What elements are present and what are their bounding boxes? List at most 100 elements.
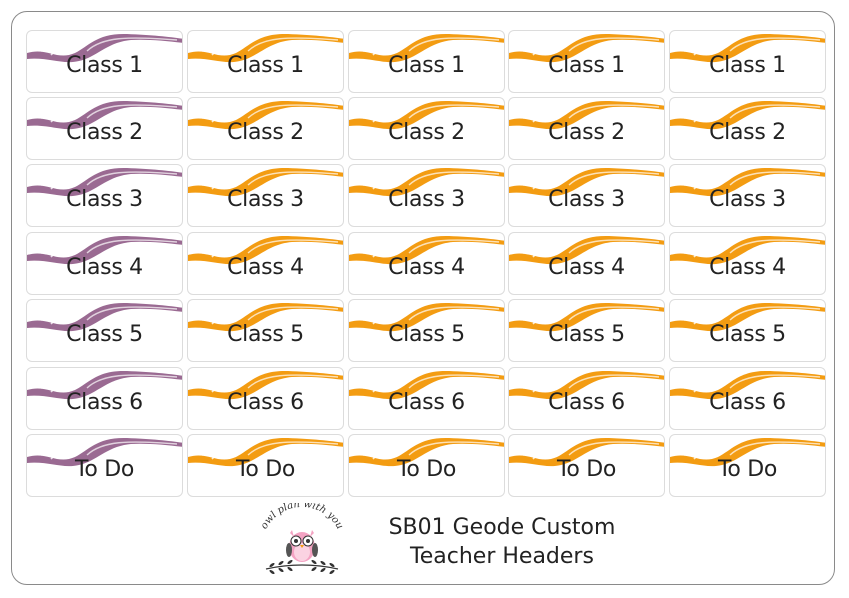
header-sticker: To Do — [26, 434, 183, 497]
geode-swoosh-icon — [27, 33, 182, 63]
sticker-label: To Do — [556, 457, 617, 482]
sticker-label: Class 1 — [709, 53, 786, 78]
sticker-label: To Do — [396, 457, 457, 482]
header-sticker: Class 5 — [187, 299, 344, 362]
header-sticker: Class 3 — [348, 164, 505, 227]
header-sticker: Class 1 — [348, 30, 505, 93]
header-sticker: Class 1 — [508, 30, 665, 93]
sheet-title: SB01 Geode Custom Teacher Headers — [372, 513, 632, 571]
geode-swoosh-icon — [509, 235, 664, 265]
geode-swoosh-icon — [670, 100, 825, 130]
geode-swoosh-icon — [509, 100, 664, 130]
header-sticker: Class 3 — [508, 164, 665, 227]
geode-swoosh-icon — [188, 370, 343, 400]
header-sticker: Class 2 — [26, 97, 183, 160]
geode-swoosh-icon — [349, 100, 504, 130]
header-sticker: Class 4 — [348, 232, 505, 295]
sticker-label: Class 1 — [227, 53, 304, 78]
geode-swoosh-icon — [188, 167, 343, 197]
geode-swoosh-icon — [509, 302, 664, 332]
sticker-label: Class 4 — [548, 255, 625, 280]
sticker-label: Class 1 — [66, 53, 143, 78]
geode-swoosh-icon — [349, 437, 504, 467]
header-sticker: Class 4 — [508, 232, 665, 295]
geode-swoosh-icon — [670, 235, 825, 265]
header-sticker: Class 4 — [669, 232, 826, 295]
owl-icon: owl plan with you — [259, 499, 345, 575]
geode-swoosh-icon — [188, 100, 343, 130]
geode-swoosh-icon — [27, 167, 182, 197]
header-sticker: Class 2 — [187, 97, 344, 160]
geode-swoosh-icon — [188, 235, 343, 265]
header-sticker: Class 5 — [508, 299, 665, 362]
geode-swoosh-icon — [509, 33, 664, 63]
sticker-label: Class 2 — [66, 120, 143, 145]
sticker-grid: Class 1 Class 1 Class 1 Class 1 Class 1 Class… — [26, 30, 826, 498]
geode-swoosh-icon — [349, 370, 504, 400]
header-sticker: Class 5 — [669, 299, 826, 362]
sticker-label: Class 3 — [66, 187, 143, 212]
sticker-label: Class 3 — [709, 187, 786, 212]
header-sticker: Class 3 — [669, 164, 826, 227]
header-sticker: Class 6 — [26, 367, 183, 430]
sticker-label: Class 3 — [388, 187, 465, 212]
geode-swoosh-icon — [27, 235, 182, 265]
geode-swoosh-icon — [670, 302, 825, 332]
geode-swoosh-icon — [509, 370, 664, 400]
header-sticker: Class 6 — [508, 367, 665, 430]
logo-text: owl plan with you — [259, 499, 345, 531]
header-sticker: Class 2 — [508, 97, 665, 160]
sticker-label: Class 5 — [548, 322, 625, 347]
sticker-label: Class 4 — [709, 255, 786, 280]
sticker-label: To Do — [235, 457, 296, 482]
sheet-title-line-1: SB01 Geode Custom — [388, 515, 616, 540]
sticker-label: Class 2 — [548, 120, 625, 145]
geode-swoosh-icon — [27, 437, 182, 467]
geode-swoosh-icon — [670, 370, 825, 400]
sticker-label: Class 5 — [66, 322, 143, 347]
geode-swoosh-icon — [27, 370, 182, 400]
sticker-label: To Do — [717, 457, 778, 482]
header-sticker: Class 1 — [187, 30, 344, 93]
sticker-label: Class 6 — [66, 390, 143, 415]
header-sticker: Class 6 — [348, 367, 505, 430]
geode-swoosh-icon — [670, 33, 825, 63]
geode-swoosh-icon — [349, 235, 504, 265]
header-sticker: To Do — [348, 434, 505, 497]
sticker-label: To Do — [74, 457, 135, 482]
sticker-label: Class 3 — [227, 187, 304, 212]
sticker-label: Class 2 — [388, 120, 465, 145]
geode-swoosh-icon — [188, 33, 343, 63]
owl-plan-with-you-logo: owl plan with you — [248, 499, 356, 581]
geode-swoosh-icon — [349, 167, 504, 197]
geode-swoosh-icon — [509, 167, 664, 197]
header-sticker: Class 1 — [669, 30, 826, 93]
svg-text:owl plan with you: owl plan with you — [259, 503, 345, 531]
geode-swoosh-icon — [349, 33, 504, 63]
geode-swoosh-icon — [188, 302, 343, 332]
sticker-label: Class 2 — [227, 120, 304, 145]
header-sticker: Class 4 — [187, 232, 344, 295]
sticker-label: Class 5 — [227, 322, 304, 347]
geode-swoosh-icon — [509, 437, 664, 467]
sticker-label: Class 1 — [548, 53, 625, 78]
sticker-label: Class 5 — [709, 322, 786, 347]
header-sticker: To Do — [508, 434, 665, 497]
sticker-label: Class 1 — [388, 53, 465, 78]
sticker-label: Class 6 — [709, 390, 786, 415]
header-sticker: Class 3 — [26, 164, 183, 227]
sticker-label: Class 4 — [66, 255, 143, 280]
header-sticker: Class 4 — [26, 232, 183, 295]
header-sticker: Class 6 — [187, 367, 344, 430]
header-sticker: To Do — [187, 434, 344, 497]
sticker-label: Class 4 — [227, 255, 304, 280]
header-sticker: Class 5 — [348, 299, 505, 362]
sheet-title-line-2: Teacher Headers — [410, 544, 594, 569]
geode-swoosh-icon — [670, 167, 825, 197]
sticker-label: Class 6 — [548, 390, 625, 415]
header-sticker: Class 2 — [669, 97, 826, 160]
geode-swoosh-icon — [188, 437, 343, 467]
geode-swoosh-icon — [349, 302, 504, 332]
header-sticker: Class 5 — [26, 299, 183, 362]
header-sticker: To Do — [669, 434, 826, 497]
